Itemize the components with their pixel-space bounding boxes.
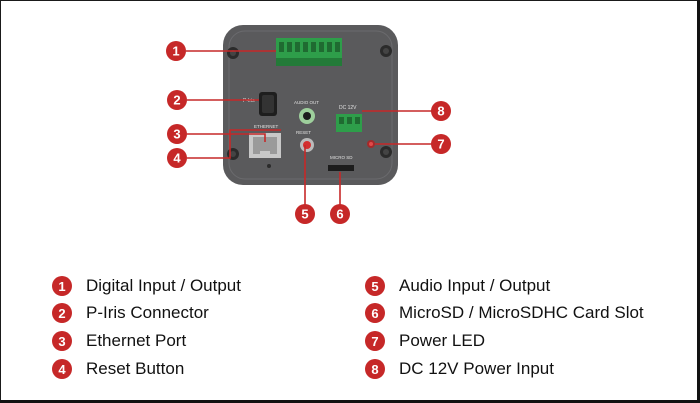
- callout-badge-8: 8: [431, 101, 451, 121]
- reset-panel-label: RESET: [296, 130, 311, 135]
- frame-edge-bottom: [0, 400, 700, 403]
- svg-text:1: 1: [172, 44, 179, 59]
- legend-number-badge: 1: [52, 276, 72, 296]
- legend-item-1: 1 Digital Input / Output: [52, 276, 241, 296]
- legend-number-badge: 7: [365, 331, 385, 351]
- legend-item-5: 5 Audio Input / Output: [365, 276, 550, 296]
- legend-item-4: 4 Reset Button: [52, 359, 184, 379]
- legend-label: Reset Button: [86, 359, 185, 378]
- legend-item-6: 6 MicroSD / MicroSDHC Card Slot: [365, 303, 644, 323]
- legend-label: Power LED: [399, 331, 485, 350]
- svg-text:4: 4: [173, 151, 181, 166]
- frame-edge-right: [697, 0, 700, 403]
- legend-label: Audio Input / Output: [399, 276, 551, 295]
- ethernet-panel-label: ETHERNET: [254, 124, 279, 129]
- legend-label: DC 12V Power Input: [399, 359, 554, 378]
- legend-label: Digital Input / Output: [86, 276, 241, 295]
- legend-item-7: 7 Power LED: [365, 331, 485, 351]
- callout-badge-4: 4: [167, 148, 187, 168]
- callout-lines: [186, 50, 433, 212]
- legend-item-8: 8 DC 12V Power Input: [365, 359, 554, 379]
- callout-badge-5: 5: [295, 204, 315, 224]
- legend-number-badge: 6: [365, 303, 385, 323]
- p-iris-panel-label: P-Iris: [243, 98, 255, 104]
- camera-rear-panel-diagram: P-Iris AUDIO OUT DC 12V ETHERNET RESET M…: [166, 25, 451, 224]
- callout-badge-2: 2: [167, 90, 187, 110]
- callout-badge-3: 3: [167, 124, 187, 144]
- audio-panel-label: AUDIO OUT: [294, 100, 319, 105]
- legend-number-badge: 4: [52, 359, 72, 379]
- svg-text:6: 6: [336, 207, 343, 222]
- svg-text:3: 3: [173, 127, 180, 142]
- callout-badge-1: 1: [166, 41, 186, 61]
- legend-item-2: 2 P-Iris Connector: [52, 303, 209, 323]
- legend-number-badge: 5: [365, 276, 385, 296]
- callout-badge-7: 7: [431, 134, 451, 154]
- legend-number-badge: 3: [52, 331, 72, 351]
- legend-label: Ethernet Port: [86, 331, 187, 350]
- legend-label: MicroSD / MicroSDHC Card Slot: [399, 303, 644, 322]
- legend-number-badge: 2: [52, 303, 72, 323]
- digital-io-terminal-block: [276, 38, 342, 66]
- microsd-slot: [328, 165, 354, 171]
- power-led: [367, 140, 375, 148]
- callout-badges: 1 2 3 4 5 6 7 8: [166, 41, 451, 224]
- camera-body-bevel: [228, 30, 393, 180]
- svg-text:8: 8: [437, 104, 444, 119]
- reset-button: [300, 138, 314, 152]
- panel-screw: [267, 164, 271, 168]
- svg-text:5: 5: [301, 207, 308, 222]
- svg-text:2: 2: [173, 93, 180, 108]
- callout-badge-6: 6: [330, 204, 350, 224]
- legend-number-badge: 8: [365, 359, 385, 379]
- microsd-panel-label: MICRO SD: [330, 155, 353, 160]
- legend-item-3: 3 Ethernet Port: [52, 331, 186, 351]
- svg-text:7: 7: [437, 137, 444, 152]
- legend-label: P-Iris Connector: [86, 303, 209, 322]
- p-iris-connector: [259, 92, 277, 116]
- dc-12v-terminal: [336, 114, 362, 132]
- audio-jack: [299, 108, 315, 124]
- dc-panel-label: DC 12V: [339, 105, 357, 111]
